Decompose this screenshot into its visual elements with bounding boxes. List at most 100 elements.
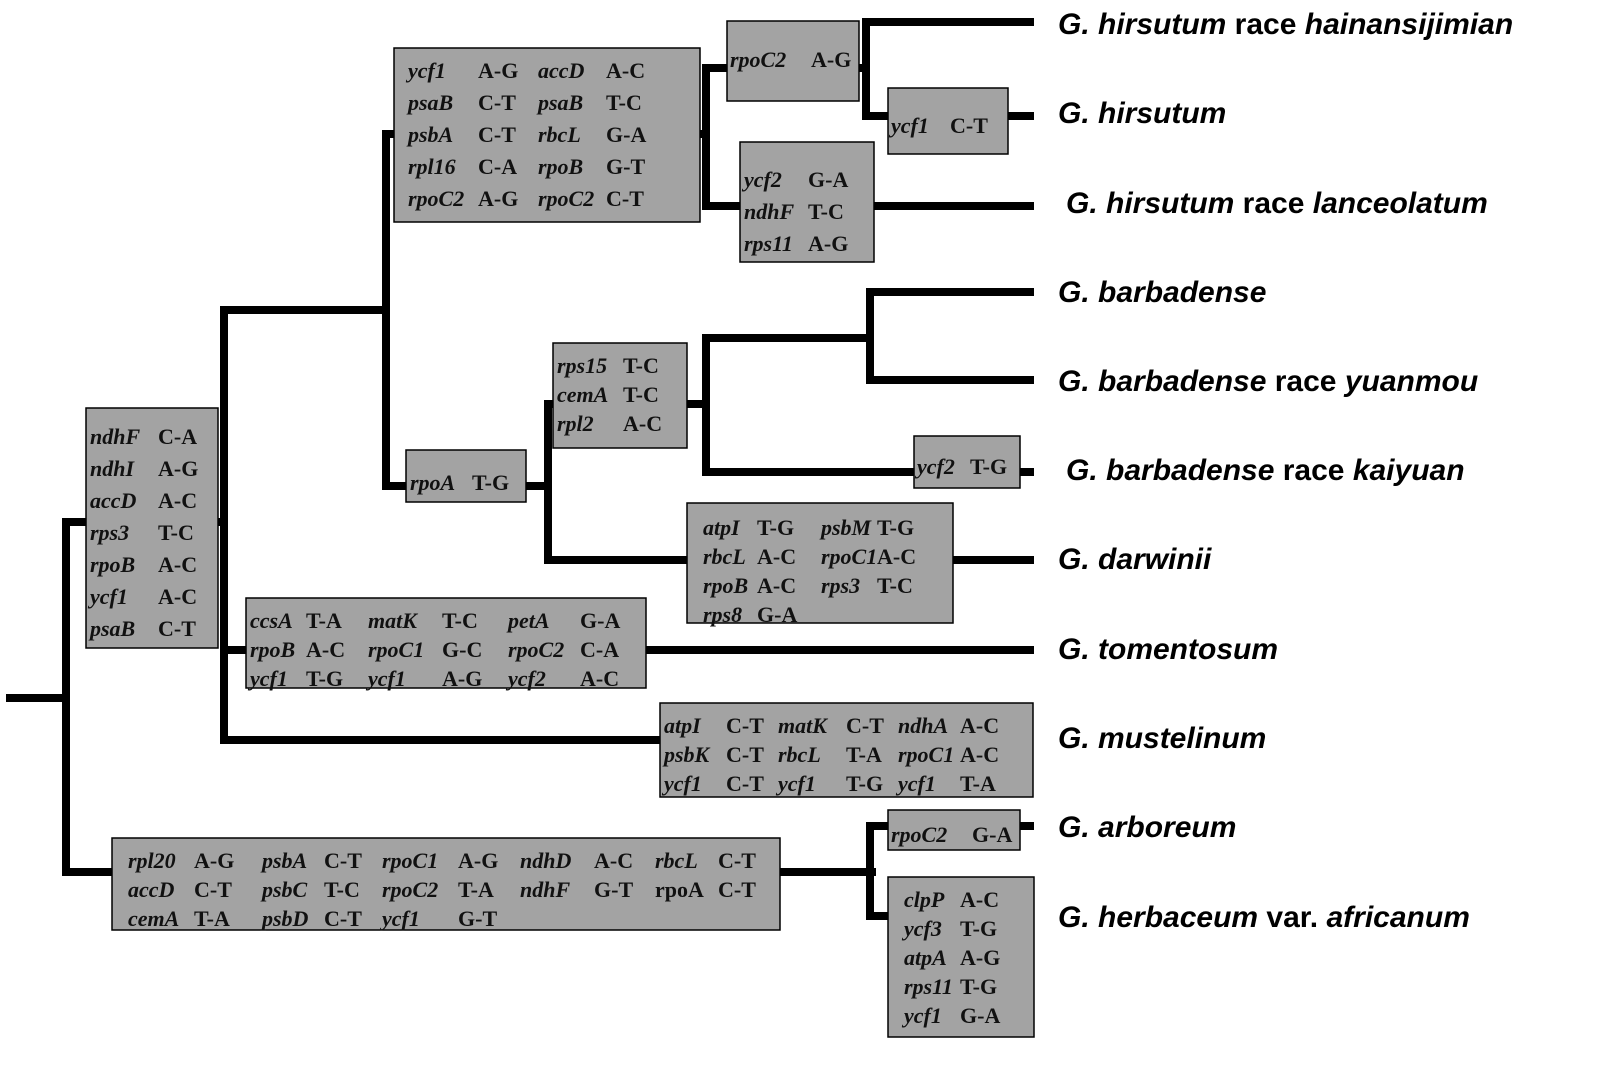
substitution: G-T — [458, 906, 497, 931]
taxon-label-hainansijimian: G. hirsutum race hainansijimian — [1058, 8, 1513, 41]
substitution: A-C — [158, 584, 197, 609]
gene-name: rpoC2 — [408, 186, 464, 211]
substitution: T-A — [458, 877, 494, 902]
gene-name: rpoC1 — [368, 637, 424, 662]
substitution: A-G — [808, 231, 848, 256]
substitution: A-G — [478, 186, 518, 211]
gene-name: accD — [538, 58, 585, 83]
mutation-box-frame — [245, 597, 647, 689]
substitution: A-G — [158, 456, 198, 481]
substitution: T-C — [623, 353, 659, 378]
substitution: C-T — [324, 848, 362, 873]
mutation-box-frame — [887, 809, 1021, 851]
gene-name: rbcL — [703, 544, 746, 569]
gene-name: rpl2 — [557, 411, 594, 436]
substitution: T-C — [606, 90, 642, 115]
gene-name: rps8 — [703, 602, 742, 627]
substitution: C-T — [846, 713, 884, 738]
gene-name: cemA — [557, 382, 608, 407]
gene-name: ycf1 — [87, 584, 128, 609]
substitution: G-A — [580, 608, 620, 633]
taxon-label-yuanmou: G. barbadense race yuanmou — [1058, 365, 1478, 398]
substitution: G-T — [606, 154, 645, 179]
substitution: A-C — [158, 552, 197, 577]
mutation-box-frame — [85, 407, 219, 649]
substitution: T-G — [960, 916, 997, 941]
substitution: C-A — [158, 424, 197, 449]
substitution: C-T — [478, 122, 516, 147]
gene-name: rbcL — [655, 848, 698, 873]
gene-name: ycf1 — [888, 113, 929, 138]
taxon-label-hirsutum: G. hirsutum — [1058, 97, 1226, 130]
substitution: T-C — [877, 573, 913, 598]
substitution: T-G — [472, 470, 509, 495]
substitution: A-C — [757, 573, 796, 598]
mutation-box-frame — [726, 20, 860, 102]
gene-name: rpoC2 — [382, 877, 438, 902]
gene-name: ndhF — [744, 199, 794, 224]
gene-name: atpI — [703, 515, 741, 540]
gene-name: psbC — [260, 877, 308, 902]
taxon-label-darwinii: G. darwinii — [1058, 543, 1212, 576]
substitution: T-C — [324, 877, 360, 902]
substitution: C-T — [606, 186, 644, 211]
gene-name: rbcL — [778, 742, 821, 767]
taxon-label-tomentosum: G. tomentosum — [1058, 633, 1278, 666]
gene-name: rpoB — [703, 573, 748, 598]
gene-name: rps3 — [90, 520, 129, 545]
taxon-label-kaiyuan: G. barbadense race kaiyuan — [1066, 454, 1465, 487]
substitution: T-A — [846, 742, 882, 767]
gene-name: ycf1 — [379, 906, 420, 931]
mutation-box-frame — [686, 502, 954, 624]
substitution: A-G — [478, 58, 518, 83]
mutation-box-hirsutum-tip: ycf1 C-T — [887, 87, 1009, 155]
gene-name: rpoC1 — [898, 742, 954, 767]
substitution: T-G — [846, 771, 883, 796]
gene-name: ccsA — [250, 608, 293, 633]
substitution: C-T — [158, 616, 196, 641]
taxon-label-barbadense: G. barbadense — [1058, 276, 1266, 309]
gene-name: ndhI — [90, 456, 135, 481]
substitution: T-G — [960, 974, 997, 999]
gene-name: psbA — [260, 848, 307, 873]
substitution: A-C — [960, 713, 999, 738]
taxon-label-arboreum: G. arboreum — [1058, 811, 1236, 844]
mutation-box-frame — [393, 47, 701, 223]
taxon-label-herbaceum: G. herbaceum var. africanum — [1058, 901, 1470, 934]
gene-name: ycf2 — [914, 454, 955, 479]
gene-name: ycf1 — [895, 771, 936, 796]
gene-name: rpl20 — [128, 848, 176, 873]
substitution: A-G — [194, 848, 234, 873]
gene-name: cemA — [128, 906, 179, 931]
substitution: G-C — [442, 637, 482, 662]
substitution: G-T — [594, 877, 633, 902]
gene-name: ycf2 — [741, 167, 782, 192]
substitution: T-G — [757, 515, 794, 540]
substitution: A-C — [606, 58, 645, 83]
gene-name: ycf1 — [405, 58, 446, 83]
gene-name: atpI — [664, 713, 702, 738]
substitution: C-A — [580, 637, 619, 662]
gene-name: rpoC1 — [821, 544, 877, 569]
substitution: A-C — [306, 637, 345, 662]
gene-name: rpoB — [90, 552, 135, 577]
substitution: A-C — [158, 488, 197, 513]
gene-name: ycf2 — [505, 666, 546, 691]
gene-name: rpoB — [538, 154, 583, 179]
gene-name: psbA — [406, 122, 453, 147]
gene-name: rps3 — [821, 573, 860, 598]
gene-name: rbcL — [538, 122, 581, 147]
gene-name: rpoC2 — [538, 186, 594, 211]
gene-name: petA — [506, 608, 550, 633]
mutation-box-frame — [405, 449, 527, 503]
substitution: C-T — [950, 113, 988, 138]
substitution: T-G — [877, 515, 914, 540]
gene-name: rpoC1 — [382, 848, 438, 873]
substitution: G-A — [606, 122, 646, 147]
